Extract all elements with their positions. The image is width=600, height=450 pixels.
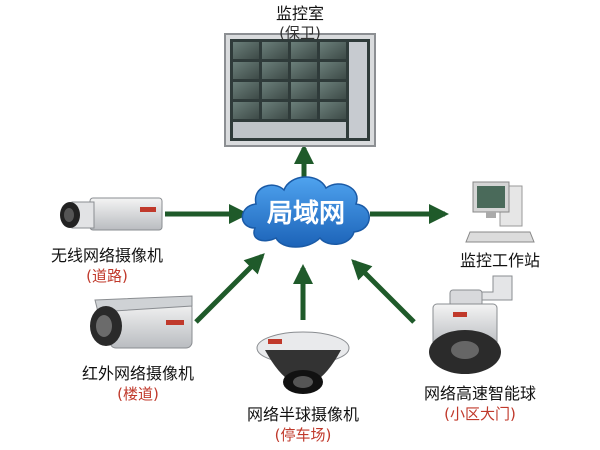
speed-dome-icon	[429, 275, 513, 374]
arrows	[165, 144, 449, 324]
dome-camera-title: 网络半球摄像机	[246, 405, 359, 424]
workstation-icon	[465, 181, 535, 243]
monitor-wall-icon	[224, 33, 376, 147]
wireless-camera-icon	[60, 197, 163, 231]
monitor-room-subtitle: (保卫)	[279, 24, 321, 42]
infrared-camera-title: 红外网络摄像机	[81, 364, 194, 383]
dome-camera-subtitle: (停车场)	[274, 426, 332, 444]
monitor-room-title: 监控室	[275, 4, 324, 23]
arrow-from-infrared-camera	[194, 253, 265, 324]
dome-camera-icon	[256, 331, 350, 394]
lan-label: 局域网	[266, 199, 345, 229]
wireless-camera-title: 无线网络摄像机	[50, 246, 163, 265]
arrow-from-speed-dome	[351, 259, 416, 324]
infrared-camera-icon	[90, 295, 193, 349]
speed-dome-title: 网络高速智能球	[423, 384, 536, 403]
wireless-camera-subtitle: (道路)	[86, 267, 128, 285]
infrared-camera-subtitle: (楼道)	[117, 385, 159, 403]
workstation-title: 监控工作站	[459, 251, 540, 270]
speed-dome-subtitle: (小区大门)	[444, 405, 516, 423]
lan-cloud	[241, 176, 370, 248]
